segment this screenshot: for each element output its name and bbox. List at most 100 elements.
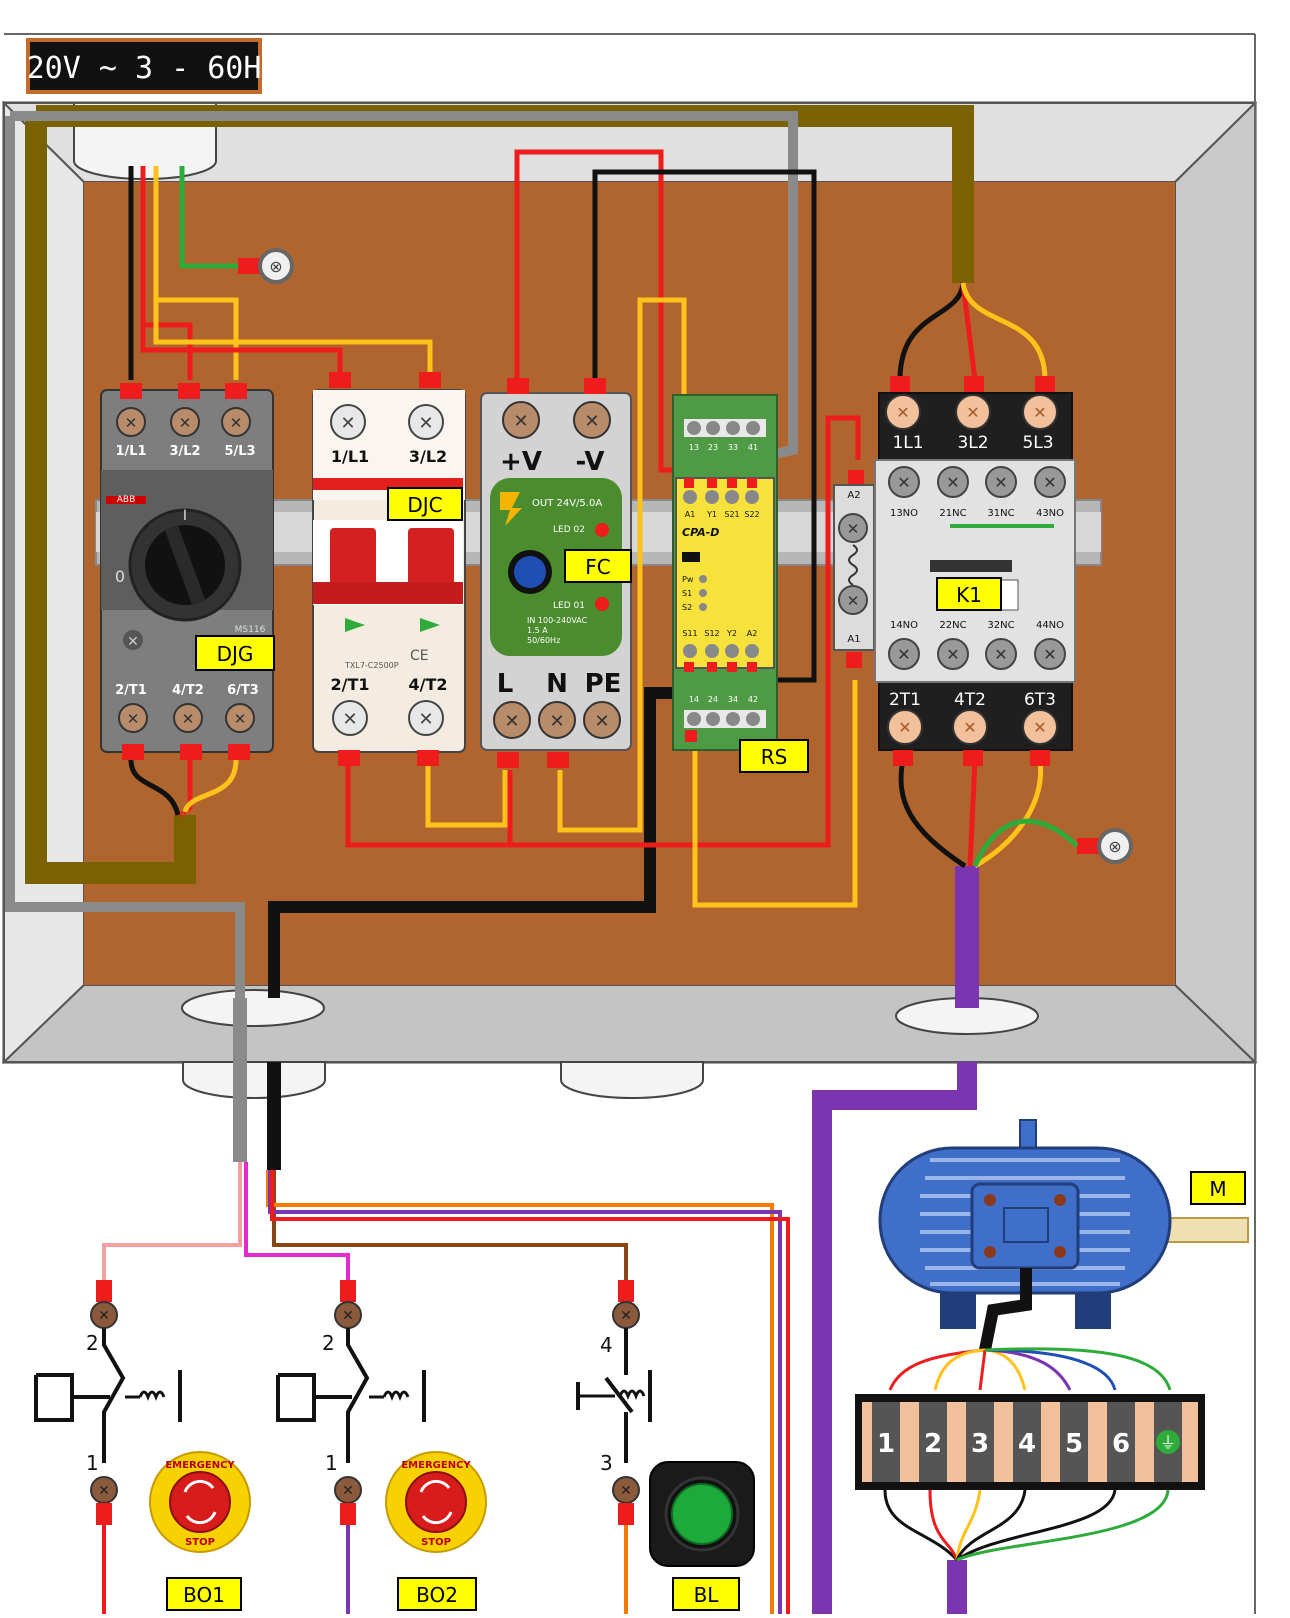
- motor-shaft: [1159, 1217, 1249, 1243]
- svg-text:✕: ✕: [584, 411, 599, 432]
- svg-text:31NC: 31NC: [987, 508, 1014, 519]
- svg-text:13NO: 13NO: [890, 508, 918, 519]
- svg-text:✕: ✕: [127, 710, 140, 728]
- svg-text:S11: S11: [682, 629, 697, 638]
- bo1-mushroom-button[interactable]: [169, 1471, 231, 1533]
- svg-text:✕: ✕: [1043, 473, 1056, 492]
- svg-text:M: M: [1209, 1177, 1226, 1201]
- k1-coil-module: A2 ✕ ✕ A1: [833, 470, 875, 668]
- rs-terminal-row-s11: S11 S12 Y2 A2: [682, 629, 759, 672]
- bo2-emergency-stop: ✕ 2 1 ✕ EMERGENCY STOP BO2: [276, 1280, 487, 1611]
- svg-text:4: 4: [1018, 1429, 1036, 1459]
- svg-text:RS: RS: [761, 745, 788, 769]
- svg-text:41: 41: [748, 443, 758, 452]
- svg-text:Pw: Pw: [682, 575, 694, 584]
- svg-text:33: 33: [728, 443, 738, 452]
- svg-text:✕: ✕: [418, 709, 433, 730]
- svg-text:2/T1: 2/T1: [330, 675, 369, 694]
- k1-aux-bottom-terminals: 14NO 22NC 32NC 44NO ✕ ✕ ✕ ✕: [888, 620, 1066, 670]
- breaker-toggle-2[interactable]: [408, 528, 454, 588]
- svg-text:220V ~ 3 - 60Hz: 220V ~ 3 - 60Hz: [9, 51, 280, 86]
- svg-text:21NC: 21NC: [939, 508, 966, 519]
- ground-terminal-icon: [1156, 1430, 1180, 1454]
- svg-text:23: 23: [708, 443, 718, 452]
- svg-text:+V: +V: [500, 447, 542, 477]
- svg-text:1/L1: 1/L1: [331, 447, 369, 466]
- svg-text:✕: ✕: [179, 414, 192, 432]
- svg-text:✕: ✕: [946, 473, 959, 492]
- k1-main-top-terminals: ✕ ✕ ✕ 1L1 3L2 5L3: [885, 376, 1058, 453]
- djc-circuit-breaker: TXL7-C2500P CE ✕ ✕ 1/L1 3/L2 2/T1 4/T2 ✕…: [312, 372, 466, 766]
- svg-text:S1: S1: [682, 589, 692, 598]
- k1-aux-top-terminals: ✕ ✕ ✕ ✕ 13NO 21NC 31NC 43NO: [888, 466, 1066, 519]
- svg-text:DJG: DJG: [217, 642, 254, 666]
- djc-bottom-terminals: 2/T1 4/T2 ✕ ✕: [330, 675, 448, 766]
- svg-text:A2: A2: [847, 490, 860, 501]
- svg-text:22NC: 22NC: [939, 620, 966, 631]
- svg-text:3: 3: [971, 1429, 989, 1459]
- svg-text:✕: ✕: [897, 645, 910, 664]
- ground-stud-bottom: ⊗: [1077, 828, 1133, 864]
- tag-bo2: [397, 1577, 477, 1611]
- svg-text:⊗: ⊗: [269, 257, 282, 276]
- svg-text:IN 100-240VAC: IN 100-240VAC: [527, 616, 588, 625]
- svg-text:✕: ✕: [549, 711, 564, 732]
- svg-text:3/L2: 3/L2: [169, 444, 200, 459]
- svg-text:✕: ✕: [847, 592, 860, 610]
- svg-text:✕: ✕: [963, 718, 976, 737]
- svg-text:✕: ✕: [847, 520, 860, 538]
- led-02: [595, 523, 609, 537]
- bo2-mushroom-button[interactable]: [405, 1471, 467, 1533]
- svg-text:✕: ✕: [594, 711, 609, 732]
- svg-text:✕: ✕: [620, 1483, 632, 1499]
- svg-text:✕: ✕: [994, 473, 1007, 492]
- rs-safety-relay: 13 23 33 41 A1 Y1 S21 S22 CPA-D Pw S1 S2…: [672, 394, 809, 773]
- svg-text:LED 01: LED 01: [553, 601, 585, 611]
- svg-text:A1: A1: [847, 634, 860, 645]
- djg-motor-breaker: ABB I 0 MS116 ✕ ✕ ✕ ✕ 1/L1 3/L2 5/L3 2/T…: [100, 383, 275, 760]
- svg-text:S12: S12: [704, 629, 719, 638]
- bl-green-button[interactable]: [671, 1483, 733, 1545]
- svg-text:Y1: Y1: [706, 510, 717, 519]
- tag-rs: [739, 739, 809, 773]
- svg-text:✕: ✕: [98, 1483, 110, 1499]
- breaker-toggle-1[interactable]: [330, 528, 376, 588]
- svg-text:2: 2: [86, 1331, 99, 1355]
- svg-text:4/T2: 4/T2: [172, 683, 204, 698]
- svg-text:L: L: [497, 669, 514, 699]
- svg-text:14: 14: [689, 695, 699, 704]
- svg-text:0: 0: [115, 567, 125, 586]
- rs-terminal-row-a1: A1 Y1 S21 S22: [683, 478, 760, 519]
- k1-contactor: A2 ✕ ✕ A1 ✕ ✕ ✕ 1L1 3L2 5L3: [833, 376, 1076, 766]
- svg-text:24: 24: [708, 695, 718, 704]
- svg-text:FC: FC: [585, 555, 610, 579]
- svg-text:✕: ✕: [966, 403, 979, 422]
- k1-main-bottom-terminals: 2T1 4T2 6T3 ✕ ✕ ✕: [887, 690, 1058, 766]
- motor-terminal-block: 1 2 3 4 5 6 ⏚: [855, 1347, 1205, 1562]
- svg-text:13: 13: [689, 443, 699, 452]
- svg-text:6T3: 6T3: [1024, 690, 1056, 710]
- supply-label: 220V ~ 3 - 60Hz: [9, 38, 280, 94]
- svg-text:✕: ✕: [1033, 718, 1046, 737]
- svg-text:6: 6: [1112, 1429, 1130, 1459]
- svg-text:5L3: 5L3: [1022, 433, 1053, 453]
- svg-text:K1: K1: [956, 583, 982, 607]
- svg-text:1: 1: [325, 1451, 338, 1475]
- svg-text:34: 34: [728, 695, 738, 704]
- svg-text:3L2: 3L2: [957, 433, 988, 453]
- svg-text:1/L1: 1/L1: [115, 444, 146, 459]
- svg-text:ABB: ABB: [117, 495, 136, 505]
- svg-text:4/T2: 4/T2: [408, 675, 447, 694]
- tag-fc: [564, 549, 632, 583]
- tag-m: [1190, 1171, 1246, 1205]
- svg-text:1: 1: [877, 1429, 895, 1459]
- svg-text:5: 5: [1065, 1429, 1083, 1459]
- svg-text:✕: ✕: [125, 414, 138, 432]
- svg-text:✕: ✕: [504, 711, 519, 732]
- svg-text:5/L3: 5/L3: [224, 444, 255, 459]
- ground-stud-top: ⊗: [238, 248, 294, 284]
- svg-text:CPA-D: CPA-D: [682, 526, 719, 539]
- svg-text:2T1: 2T1: [889, 690, 921, 710]
- voltage-adjust-knob[interactable]: [514, 556, 546, 588]
